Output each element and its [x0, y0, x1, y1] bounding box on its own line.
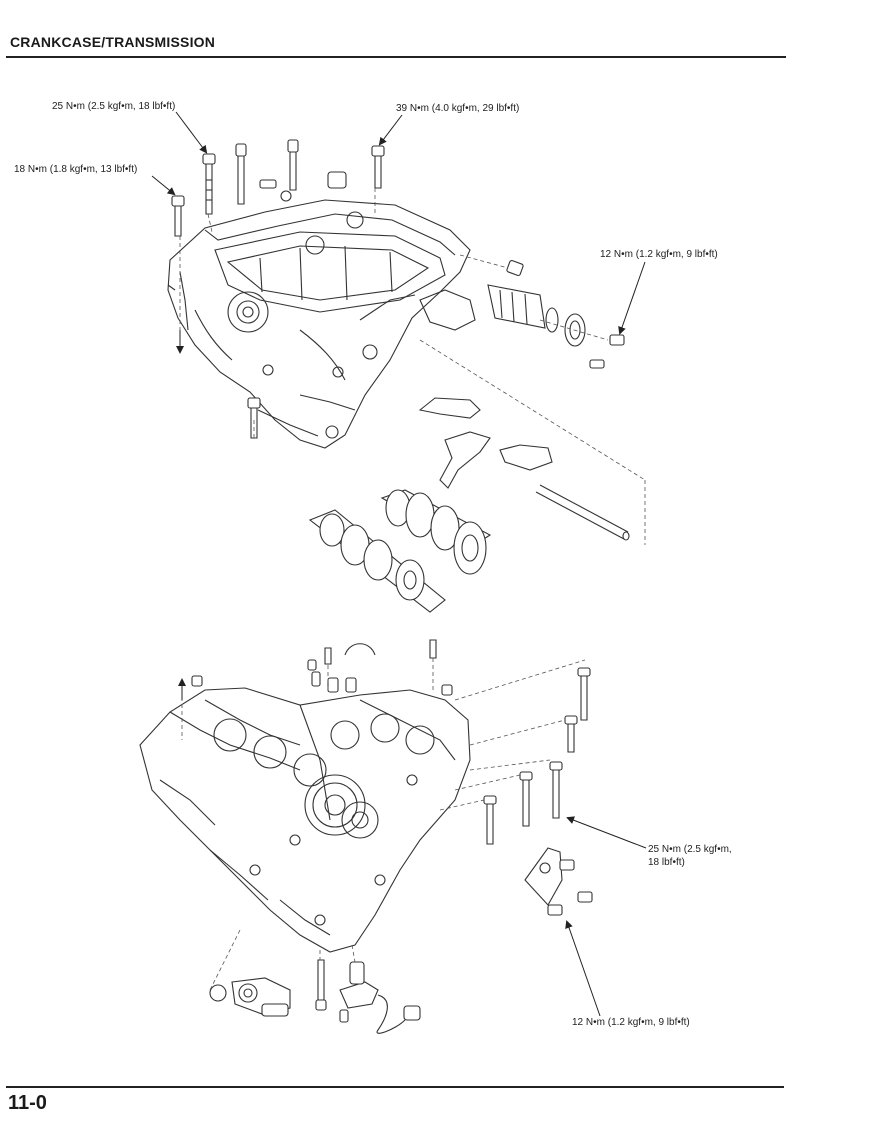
upper-bolts	[172, 140, 384, 438]
callout-arrows	[152, 112, 646, 1016]
shift-forks	[420, 398, 629, 540]
bolt-lower-a	[578, 668, 590, 720]
lower-small-parts	[192, 640, 452, 695]
countershaft	[382, 490, 490, 574]
bolt-lower-left	[248, 398, 260, 438]
header-rule	[6, 56, 786, 58]
torque-callout-25nm-upper: 25 N•m (2.5 kgf•m, 18 lbf•ft)	[52, 101, 176, 112]
torque-callout-18nm: 18 N•m (1.8 kgf•m, 13 lbf•ft)	[14, 164, 138, 175]
page-number: 11-0	[8, 1092, 47, 1114]
bolt-lower-d	[520, 772, 532, 826]
bolt-25nm-upper	[203, 154, 215, 214]
torque-callout-12nm-lower: 12 N•m (1.2 kgf•m, 9 lbf•ft)	[572, 1017, 690, 1028]
bolt-lower-c	[550, 762, 562, 818]
lower-crankcase	[140, 688, 470, 952]
lower-side-bolts	[484, 668, 590, 844]
upper-crankcase	[168, 200, 475, 448]
footer-rule	[6, 1086, 784, 1088]
mainshaft	[310, 510, 445, 612]
bolt-upper-2	[236, 144, 246, 204]
bolt-lower-e	[484, 796, 496, 844]
section-title: CRANKCASE/TRANSMISSION	[10, 34, 216, 50]
bolt-upper-3	[288, 140, 298, 190]
bolt-39nm	[372, 146, 384, 188]
bolt-18nm	[172, 196, 184, 236]
bolt-lower-b	[565, 716, 577, 752]
bottom-sensors	[210, 960, 420, 1033]
sensor-small	[260, 180, 291, 201]
shift-drum-assembly	[488, 260, 624, 368]
torque-callout-39nm: 39 N•m (4.0 kgf•m, 29 lbf•ft)	[396, 103, 520, 114]
torque-callout-25nm-lower: 25 N•m (2.5 kgf•m, 18 lbf•ft)	[648, 844, 732, 868]
dowel-upper	[328, 172, 346, 188]
bracket-plate	[525, 848, 592, 915]
torque-callout-12nm-upper: 12 N•m (1.2 kgf•m, 9 lbf•ft)	[600, 249, 718, 260]
